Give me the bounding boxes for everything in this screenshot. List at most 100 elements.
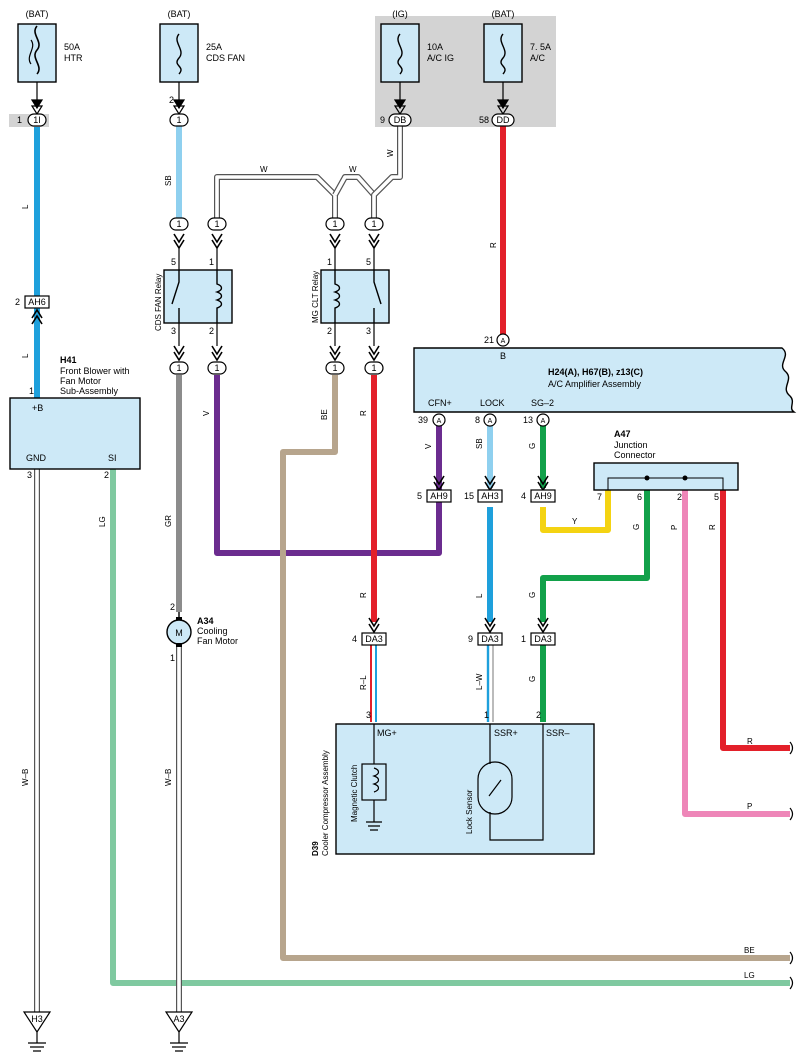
svg-text:G: G: [528, 443, 537, 449]
fuse-htr-name: HTR: [64, 53, 83, 63]
svg-text:2: 2: [327, 326, 332, 336]
svg-text:1: 1: [170, 653, 175, 663]
svg-text:A: A: [501, 338, 506, 345]
svg-text:A: A: [541, 418, 546, 425]
svg-text:P: P: [747, 802, 752, 811]
svg-text:9: 9: [380, 115, 385, 125]
cooling-fan-motor: 2 M 1 A34 Cooling Fan Motor: [166, 602, 238, 663]
svg-text:(IG): (IG): [392, 9, 408, 19]
svg-text:W: W: [386, 149, 395, 157]
svg-text:DA3: DA3: [481, 634, 499, 644]
svg-text:V: V: [424, 443, 433, 449]
svg-text:R: R: [489, 242, 498, 248]
ground-a3: A3: [164, 1011, 194, 1052]
svg-text:DA3: DA3: [534, 634, 552, 644]
svg-text:Y: Y: [572, 517, 578, 526]
ac-amplifier: A 21 B H24(A), H67(B), z13(C) A/C Amplif…: [413, 333, 797, 427]
wire-continuation-marks: [789, 741, 794, 990]
svg-text:R: R: [359, 410, 368, 416]
svg-text:SSR–: SSR–: [546, 728, 570, 738]
wire-g-junction: [540, 490, 650, 622]
svg-text:25A: 25A: [206, 42, 222, 52]
svg-text:SI: SI: [108, 453, 117, 463]
wire-p: [682, 490, 790, 817]
wire-r-l: [370, 641, 377, 722]
amplifier-name: A/C Amplifier Assembly: [548, 379, 642, 389]
fuse-htr-amp: 50A: [64, 42, 80, 52]
svg-text:Cooling: Cooling: [197, 626, 228, 636]
svg-text:1: 1: [371, 363, 376, 373]
svg-text:GND: GND: [26, 453, 47, 463]
fuse-ac-ig: (IG) 10A A/C IG: [380, 9, 454, 83]
svg-text:39: 39: [418, 415, 428, 425]
svg-text:DA3: DA3: [365, 634, 383, 644]
fuse-htr: (BAT) 50A HTR: [17, 9, 83, 83]
svg-text:R: R: [708, 524, 717, 530]
svg-text:W–B: W–B: [164, 769, 173, 786]
svg-text:Front Blower with: Front Blower with: [60, 366, 130, 376]
svg-text:1: 1: [521, 634, 526, 644]
svg-text:GR: GR: [164, 515, 173, 527]
wire-l-w: [486, 641, 494, 722]
svg-text:R: R: [359, 592, 368, 598]
svg-text:A/C: A/C: [530, 53, 546, 63]
svg-text:DB: DB: [394, 115, 407, 125]
relay-top-connectors: 1 1 1 1: [169, 217, 384, 250]
blower-code: H41: [60, 355, 77, 365]
mg-clt-relay: 1 5 2 3 MG CLT Relay: [311, 248, 390, 346]
svg-text:2: 2: [536, 710, 541, 720]
svg-text:1: 1: [176, 363, 181, 373]
svg-text:SSR+: SSR+: [494, 728, 518, 738]
wire-r-junction: [720, 490, 790, 751]
svg-text:G: G: [528, 676, 537, 682]
svg-text:CDS FAN: CDS FAN: [206, 53, 245, 63]
svg-text:2: 2: [169, 95, 174, 105]
svg-text:2: 2: [104, 470, 109, 480]
fuse-connectors: 1I 1 1 2 DB 9 DD 58: [17, 95, 515, 127]
svg-text:A47: A47: [614, 429, 631, 439]
svg-text:5: 5: [417, 491, 422, 501]
svg-text:1: 1: [29, 386, 34, 396]
svg-text:LG: LG: [744, 971, 755, 980]
amplifier-output-connectors: AH9 5 AH3 15 AH9 4: [417, 475, 556, 503]
da3-connectors: DA3 4 DA3 9 DA3 1: [352, 617, 556, 646]
fuse-ac: (BAT) 7. 5A A/C: [483, 9, 551, 83]
svg-text:AH9: AH9: [430, 491, 448, 501]
svg-text:SG–2: SG–2: [531, 398, 554, 408]
svg-text:1: 1: [484, 710, 489, 720]
svg-text:AH6: AH6: [28, 297, 46, 307]
svg-text:W–B: W–B: [21, 769, 30, 786]
svg-text:R: R: [747, 737, 753, 746]
wire-lg: [110, 469, 790, 986]
svg-text:3: 3: [27, 470, 32, 480]
wire-v: [214, 375, 442, 556]
svg-text:V: V: [202, 410, 211, 416]
svg-text:L: L: [21, 204, 30, 209]
svg-text:1I: 1I: [33, 115, 41, 125]
svg-text:Fan Motor: Fan Motor: [197, 636, 238, 646]
svg-text:7: 7: [597, 492, 602, 502]
lock-sensor-label: Lock Sensor: [465, 789, 474, 834]
relay-bottom-connectors: 1 1 1 1: [169, 345, 384, 375]
svg-text:A: A: [437, 418, 442, 425]
svg-text:L: L: [21, 353, 30, 358]
svg-text:SB: SB: [475, 438, 484, 449]
svg-text:G: G: [632, 524, 641, 530]
svg-text:LG: LG: [98, 516, 107, 527]
svg-text:1: 1: [332, 363, 337, 373]
fuse-cds-fan: (BAT) 25A CDS FAN: [159, 9, 245, 83]
svg-text:1: 1: [371, 219, 376, 229]
svg-text:A34: A34: [197, 616, 214, 626]
wire-labels: L L SB W W W R GR V BE R LG W–B W–B V SB…: [21, 149, 755, 980]
svg-text:(BAT): (BAT): [492, 9, 515, 19]
svg-text:13: 13: [523, 415, 533, 425]
svg-text:B: B: [500, 351, 506, 361]
svg-text:BE: BE: [744, 946, 755, 955]
wire-w-group: [214, 126, 403, 225]
svg-text:G: G: [528, 592, 537, 598]
svg-text:W: W: [260, 165, 268, 174]
svg-text:5: 5: [714, 492, 719, 502]
svg-text:1: 1: [332, 219, 337, 229]
svg-text:5: 5: [366, 257, 371, 267]
